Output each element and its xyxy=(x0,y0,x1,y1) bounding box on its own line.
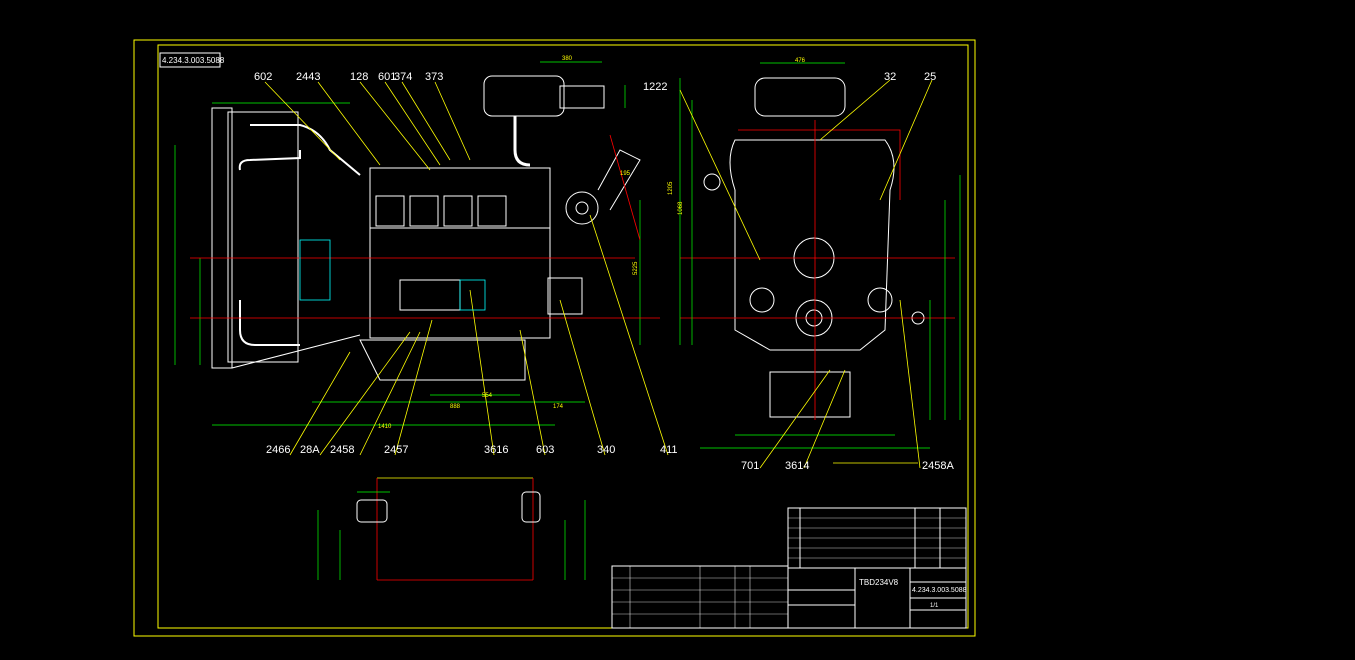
callout-label: 374 xyxy=(394,71,412,83)
callout-label: 25 xyxy=(924,71,936,83)
callout-label: 701 xyxy=(741,460,759,472)
engine-mount-right xyxy=(521,491,541,523)
engine-head xyxy=(369,167,551,229)
dimension-text: 174 xyxy=(553,404,564,410)
side-view xyxy=(174,61,669,456)
dimension-text: 888 xyxy=(450,404,461,410)
sheet-frame xyxy=(133,39,976,637)
id-tag-text: 4.234.3.003.5088 xyxy=(162,56,225,65)
callout-label: 411 xyxy=(660,444,678,456)
radiator-core xyxy=(211,107,233,369)
turbocharger xyxy=(565,191,599,225)
base-view xyxy=(317,477,586,581)
title-sheet: 1/1 xyxy=(930,603,939,609)
callout-label: 2466 xyxy=(266,444,290,456)
callout-label: 373 xyxy=(425,71,443,83)
callout-label: 3614 xyxy=(785,460,809,472)
radiator-hose xyxy=(238,150,301,346)
dimension-text: 1205 xyxy=(668,181,674,195)
dimension-text: 195 xyxy=(620,171,631,177)
front-view xyxy=(679,62,961,469)
id-tag-box xyxy=(159,52,221,68)
callout-label: 2443 xyxy=(296,71,320,83)
dimension-text: 554 xyxy=(482,393,493,399)
dimension-text: 476 xyxy=(795,58,806,64)
callout-label: 3616 xyxy=(484,444,508,456)
title-drawing-no: 4.234.3.003.5088 xyxy=(912,587,967,594)
callout-label: 1222 xyxy=(643,81,667,93)
front-block-outline xyxy=(729,139,895,351)
callout-label: 128 xyxy=(350,71,368,83)
engine-mount-left xyxy=(356,499,388,523)
callout-label: 602 xyxy=(254,71,272,83)
callout-label: 2457 xyxy=(384,444,408,456)
callout-label: 340 xyxy=(597,444,615,456)
dimension-text: 1068 xyxy=(678,201,684,215)
title-block: TBD234V8 4.234.3.003.5088 1/1 xyxy=(611,507,967,629)
title-model: TBD234V8 xyxy=(859,578,899,587)
callout-label: 601 xyxy=(378,71,396,83)
engine-block xyxy=(369,227,551,339)
callout-label: 603 xyxy=(536,444,554,456)
callout-label: 32 xyxy=(884,71,896,83)
dimension-text: 5225 xyxy=(633,261,639,275)
callout-label: 2458 xyxy=(330,444,354,456)
inner-frame xyxy=(157,44,969,629)
callout-label: 28A xyxy=(300,444,320,456)
dimension-text: 1410 xyxy=(378,424,392,430)
front-air-filter xyxy=(754,77,846,117)
air-filter xyxy=(483,75,565,117)
oil-pan xyxy=(359,339,526,381)
dimension-text: 380 xyxy=(562,56,573,62)
callout-label: 2458A xyxy=(922,460,954,472)
